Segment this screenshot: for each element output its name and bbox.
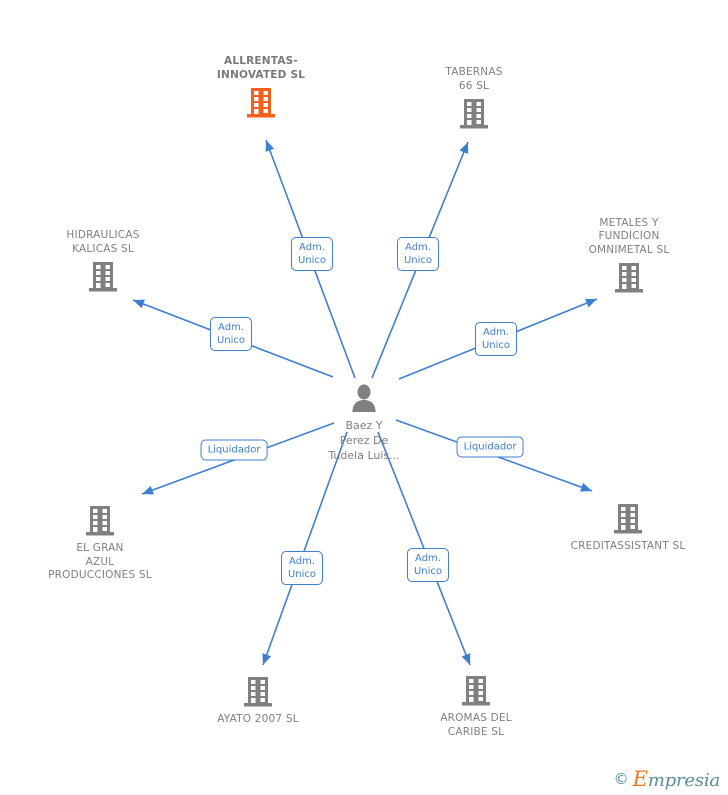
node-aromas-del-caribe-sl[interactable]: AROMAS DEL CARIBE SL [396, 675, 556, 739]
building-icon [247, 88, 275, 118]
building-icon [462, 676, 490, 706]
building-icon [86, 506, 114, 536]
arrowhead [142, 485, 154, 495]
arrowhead [580, 482, 592, 492]
node-hidraulicas-kalicas-sl[interactable]: HIDRAULICAS KALICAS SL [23, 229, 183, 293]
building-icon [614, 504, 642, 534]
arrowhead [262, 653, 272, 665]
center-node-label: Baez Y Perez De Tudela Luis... [328, 419, 400, 462]
person-icon [349, 384, 379, 416]
building-icon [614, 262, 644, 294]
node-label: ALLRENTAS- INNOVATED SL [216, 55, 306, 81]
node-creditassistant-sl[interactable]: CREDITASSISTANT SL [548, 503, 708, 554]
brand-initial: E [632, 767, 648, 791]
node-center-person[interactable]: Baez Y Perez De Tudela Luis... [289, 384, 439, 463]
building-icon [85, 505, 115, 537]
node-label: CREDITASSISTANT SL [570, 540, 686, 552]
node-label: HIDRAULICAS KALICAS SL [66, 229, 140, 255]
copyright-icon: © [613, 770, 629, 788]
node-allrentas-innovated-sl[interactable]: ALLRENTAS- INNOVATED SL [181, 55, 341, 119]
edge-label-ayato-2007-sl[interactable]: Adm. Unico [280, 551, 324, 585]
node-label: EL GRAN AZUL PRODUCCIONES SL [48, 542, 152, 581]
edge-label-metales-y-fundicion-omnimetal-sl[interactable]: Adm. Unico [474, 322, 518, 356]
building-icon [615, 263, 643, 293]
brand-wordmark: Empresia [632, 767, 721, 791]
building-icon [244, 677, 272, 707]
empresia-watermark: © Empresia [613, 767, 721, 791]
building-icon [461, 675, 491, 707]
edge-label-hidraulicas-kalicas-sl[interactable]: Adm. Unico [209, 317, 253, 351]
arrowhead [585, 298, 597, 308]
edge-label-tabernas-66-sl[interactable]: Adm. Unico [396, 237, 440, 271]
node-ayato-2007-sl[interactable]: AYATO 2007 SL [178, 676, 338, 727]
node-label: AROMAS DEL CARIBE SL [440, 712, 512, 738]
edge-label-allrentas-innovated-sl[interactable]: Adm. Unico [290, 237, 334, 271]
brand-rest: mpresia [647, 770, 720, 791]
edge-label-aromas-del-caribe-sl[interactable]: Adm. Unico [406, 548, 450, 582]
node-label: METALES Y FUNDICION OMNIMETAL SL [588, 216, 670, 256]
building-icon [89, 262, 117, 292]
edge-label-el-gran-azul-producciones-sl[interactable]: Liquidador [200, 439, 268, 461]
node-metales-y-fundicion-omnimetal-sl[interactable]: METALES Y FUNDICION OMNIMETAL SL [549, 217, 709, 295]
arrowhead [461, 653, 471, 665]
arrowhead [133, 299, 145, 309]
arrowhead [265, 140, 275, 152]
building-icon [460, 99, 488, 129]
node-label: TABERNAS 66 SL [445, 66, 503, 92]
person-icon [352, 384, 376, 412]
node-tabernas-66-sl[interactable]: TABERNAS 66 SL [394, 66, 554, 130]
edge-ayato-2007-sl [262, 431, 348, 666]
building-icon [246, 87, 276, 119]
building-icon [459, 98, 489, 130]
edge-label-creditassistant-sl[interactable]: Liquidador [456, 436, 524, 458]
building-icon [243, 676, 273, 708]
node-el-gran-azul-producciones-sl[interactable]: EL GRAN AZUL PRODUCCIONES SL [20, 505, 180, 583]
building-icon [88, 261, 118, 293]
building-icon [613, 503, 643, 535]
node-label: AYATO 2007 SL [217, 713, 299, 725]
arrowhead [459, 142, 469, 154]
